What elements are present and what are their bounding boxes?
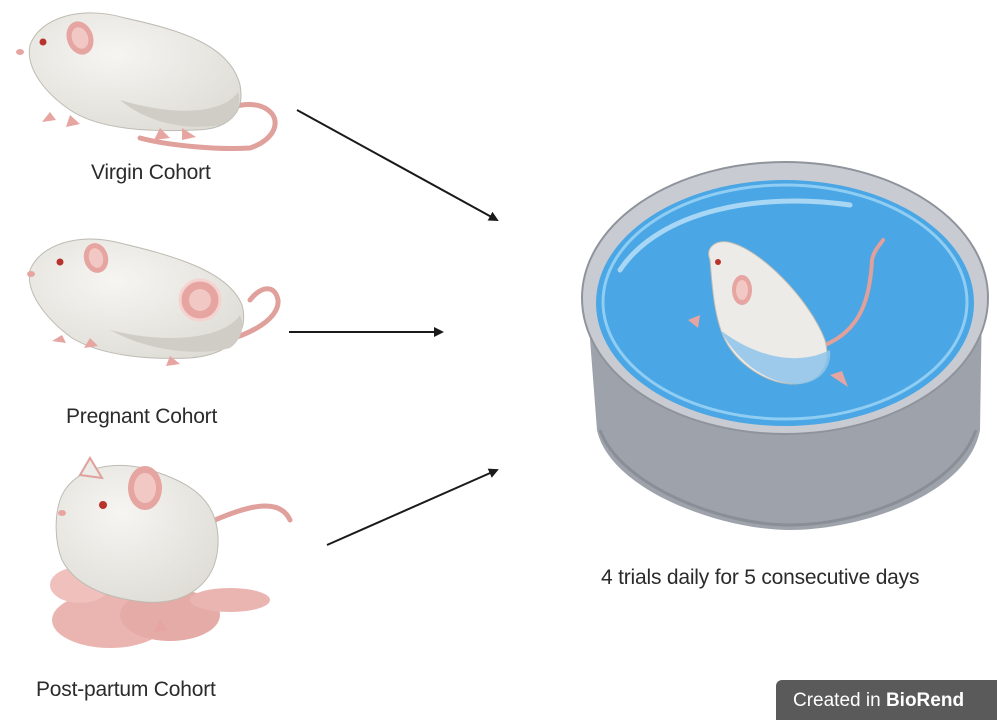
- biorender-watermark[interactable]: Created in BioRend: [776, 680, 997, 720]
- pregnant-cohort-label: Pregnant Cohort: [66, 405, 217, 429]
- postpartum-cohort-label: Post-partum Cohort: [36, 678, 216, 702]
- postpartum-mouse-with-pups-icon: [50, 458, 290, 648]
- trials-schedule-label: 4 trials daily for 5 consecutive days: [601, 566, 919, 590]
- arrow-icon: [297, 110, 497, 220]
- virgin-mouse-icon: [16, 13, 275, 149]
- arrow-icon: [327, 470, 497, 545]
- virgin-cohort-label: Virgin Cohort: [91, 161, 211, 185]
- pregnant-mouse-icon: [27, 239, 278, 366]
